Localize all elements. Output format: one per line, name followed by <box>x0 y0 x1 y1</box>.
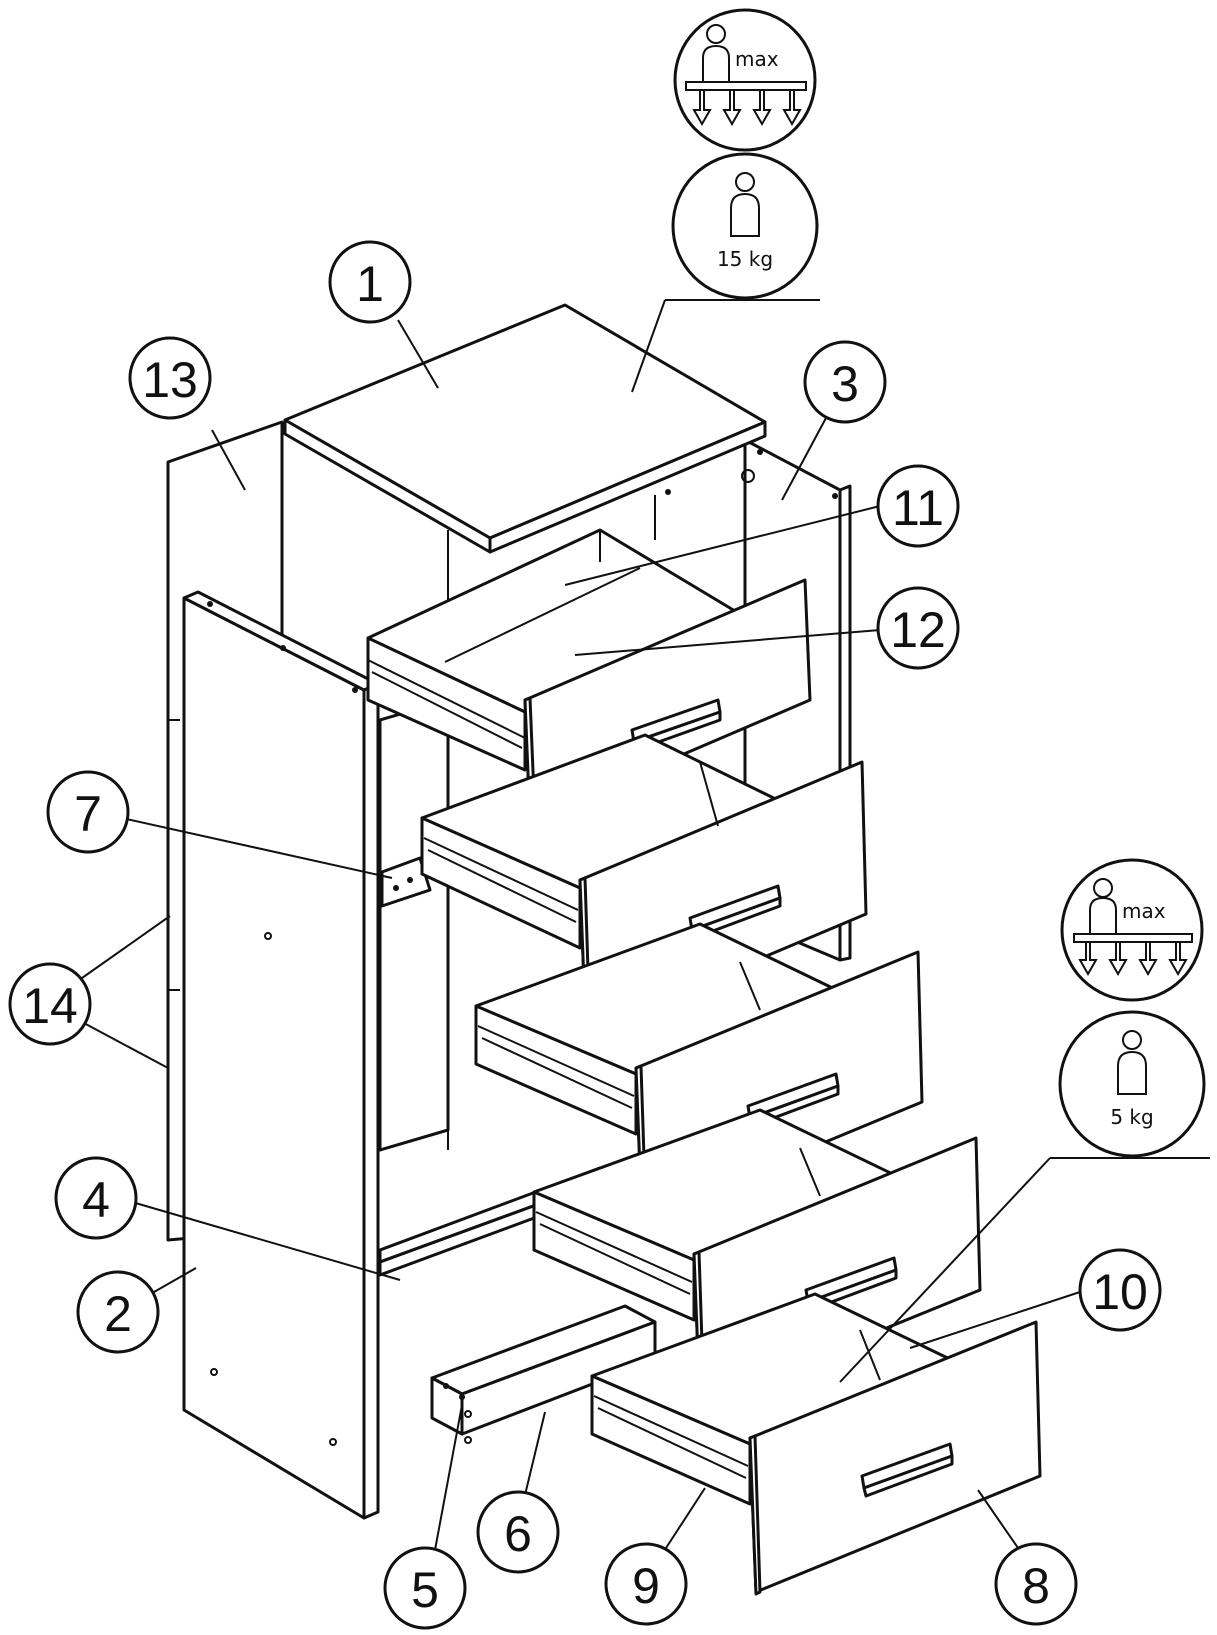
callout-10: 10 <box>1078 1248 1162 1332</box>
drawer-5-handle <box>860 1442 954 1498</box>
drawer-5 <box>590 1292 1042 1596</box>
top-load-max-label: max <box>735 47 779 71</box>
plinth-rail <box>430 1304 657 1444</box>
callout-1: 1 <box>328 240 412 324</box>
callout-14-label: 14 <box>22 978 78 1034</box>
callout-10-label: 10 <box>1092 1264 1148 1320</box>
callout-1-label: 1 <box>356 256 384 312</box>
drawer-load-max-label: max <box>1122 899 1166 923</box>
callout-9: 9 <box>604 1542 688 1626</box>
callout-9-label: 9 <box>632 1558 660 1614</box>
callout-7: 7 <box>46 770 130 854</box>
top-load-weight-label: 15 kg <box>717 247 773 271</box>
callout-8: 8 <box>994 1542 1078 1626</box>
top-load-weight-icon: 15 kg <box>671 152 819 300</box>
callout-5-label: 5 <box>411 1562 439 1618</box>
callout-7-label: 7 <box>74 786 102 842</box>
callout-3-label: 3 <box>831 356 859 412</box>
callout-8-label: 8 <box>1022 1558 1050 1614</box>
drawer-load-weight-icon: 5 kg <box>1058 1010 1206 1158</box>
drawer-load-weight-label: 5 kg <box>1110 1105 1153 1129</box>
callout-13: 13 <box>128 336 212 420</box>
leader-lines <box>81 299 1210 1551</box>
top-load-max-icon: max <box>673 8 817 152</box>
callout-12: 12 <box>876 586 960 670</box>
callout-11: 11 <box>876 464 960 548</box>
callout-6: 6 <box>476 1490 560 1574</box>
drawer-load-max-icon: max <box>1060 858 1204 1002</box>
callout-6-label: 6 <box>504 1506 532 1562</box>
callout-11-label: 11 <box>892 480 944 536</box>
callout-2: 2 <box>76 1270 160 1354</box>
callout-3: 3 <box>803 340 887 424</box>
top-panel <box>283 303 767 554</box>
callout-4-label: 4 <box>82 1172 110 1228</box>
callout-12-label: 12 <box>890 602 946 658</box>
callout-4: 4 <box>54 1156 138 1240</box>
shelf-bracket <box>380 856 432 908</box>
callout-5: 5 <box>383 1546 467 1630</box>
left-side-panel <box>182 590 380 1520</box>
callout-13-label: 13 <box>142 352 198 408</box>
callout-2-label: 2 <box>104 1286 132 1342</box>
callout-14: 14 <box>8 962 92 1046</box>
